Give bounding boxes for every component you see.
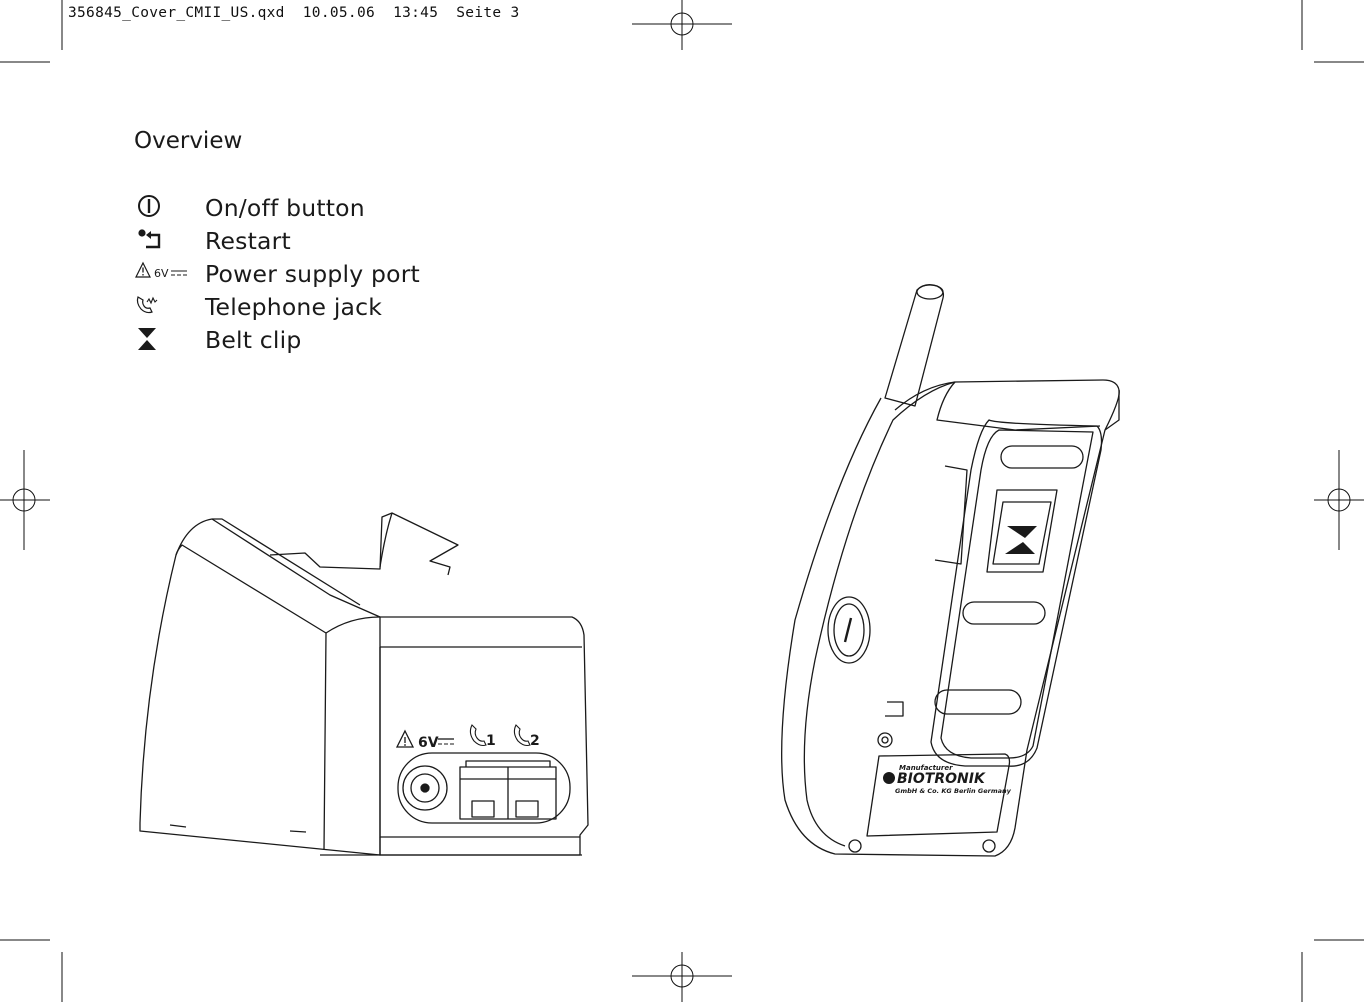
print-slug-line: 356845_Cover_CMII_US.qxd 10.05.06 13:45 …	[68, 5, 520, 21]
legend-item-restart: Restart	[134, 227, 534, 260]
legend-label: Telephone jack	[205, 293, 383, 321]
manufacturer-address: GmbH & Co. KG Berlin Germany	[895, 787, 1012, 795]
device-back-illustration: Manufacturer BIOTRONIK GmbH & Co. KG Ber…	[781, 284, 1120, 857]
restart-icon	[138, 229, 161, 249]
legend-item-on-off: On/off button	[134, 194, 534, 227]
page-title: Overview	[134, 128, 243, 154]
icon-legend: On/off button Restart 6V Power supply po…	[134, 194, 534, 359]
manufacturer-caption: Manufacturer	[899, 764, 953, 772]
legend-label: On/off button	[205, 194, 365, 222]
clip-down-arrow	[1007, 526, 1037, 538]
brand-name: BIOTRONIK	[897, 771, 986, 787]
belt-clip-icon	[138, 328, 156, 350]
legend-label: Power supply port	[205, 260, 420, 288]
jack-2-label: 2	[530, 733, 540, 749]
legend-item-belt-clip: Belt clip	[134, 326, 534, 359]
jack-1-label: 1	[486, 733, 496, 749]
legend-label: Restart	[205, 227, 291, 255]
manufacturer-logo-icon	[883, 772, 895, 784]
telephone-jack-icon	[136, 296, 158, 314]
port-voltage-label: 6V	[418, 735, 439, 751]
legend-item-power-supply: 6V Power supply port	[134, 260, 534, 293]
legend-label: Belt clip	[205, 326, 302, 354]
warning-6v-text: 6V	[154, 267, 169, 280]
clip-up-arrow	[1005, 542, 1035, 554]
power-icon	[138, 195, 160, 217]
warning-6v-icon: 6V	[135, 261, 187, 280]
port-markings: 6V 1 2	[395, 724, 540, 751]
base-station-illustration: 6V 1 2	[139, 512, 589, 856]
legend-item-telephone-jack: Telephone jack	[134, 293, 534, 326]
